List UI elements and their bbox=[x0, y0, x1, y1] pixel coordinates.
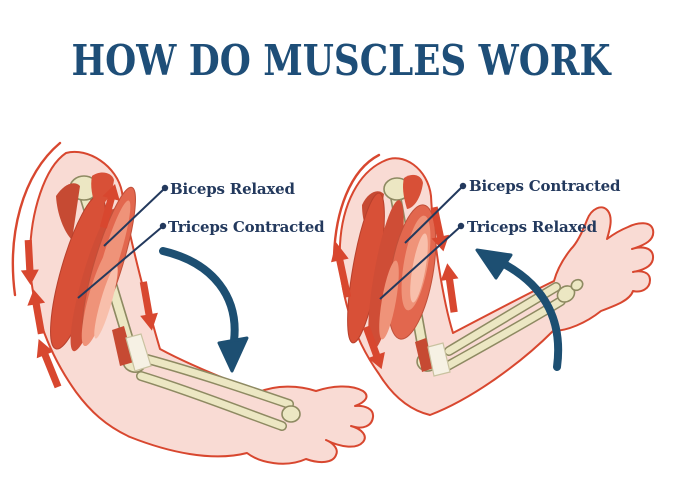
label-biceps-contracted: Biceps Contracted bbox=[469, 177, 621, 195]
flexion-arrow-icon bbox=[475, 248, 563, 371]
right-arm-illustration bbox=[327, 153, 655, 416]
leader-lines-right bbox=[379, 182, 467, 300]
left-arm-muscles bbox=[50, 172, 152, 372]
muscle-direction-arrows bbox=[11, 141, 161, 391]
label-triceps-relaxed: Triceps Relaxed bbox=[467, 218, 597, 236]
motion-arc bbox=[11, 141, 62, 297]
leader-lines-left bbox=[77, 184, 169, 299]
left-arm-illustration bbox=[11, 141, 375, 465]
page-title: HOW DO MUSCLES WORK bbox=[71, 36, 611, 85]
muscle-direction-arrows bbox=[327, 153, 464, 373]
right-arm-muscles bbox=[347, 174, 451, 377]
extension-arrow-icon bbox=[159, 247, 249, 373]
label-biceps-relaxed: Biceps Relaxed bbox=[170, 180, 295, 198]
label-triceps-contracted: Triceps Contracted bbox=[168, 218, 325, 236]
motion-arc bbox=[332, 153, 381, 260]
